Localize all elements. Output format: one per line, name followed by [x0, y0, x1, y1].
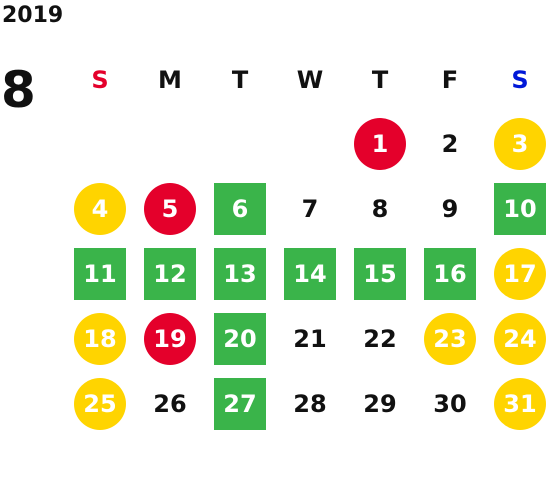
calendar-day[interactable]: 15	[354, 248, 406, 300]
weekday-label: W	[296, 66, 324, 94]
calendar-day[interactable]: 17	[494, 248, 546, 300]
calendar-day[interactable]: 16	[424, 248, 476, 300]
calendar-day[interactable]: 13	[214, 248, 266, 300]
calendar-year: 2019	[2, 3, 64, 28]
calendar-day[interactable]: 10	[494, 183, 546, 235]
calendar-day[interactable]: 11	[74, 248, 126, 300]
calendar-day[interactable]: 2	[441, 130, 459, 158]
calendar-day[interactable]: 5	[144, 183, 196, 235]
calendar-day[interactable]: 29	[363, 390, 397, 418]
weekday-label: F	[441, 66, 459, 94]
calendar-day[interactable]: 4	[74, 183, 126, 235]
calendar-day[interactable]: 21	[293, 325, 327, 353]
calendar-day[interactable]: 25	[74, 378, 126, 430]
weekday-label: S	[91, 66, 109, 94]
calendar-day[interactable]: 30	[433, 390, 467, 418]
calendar-day[interactable]: 14	[284, 248, 336, 300]
calendar-day[interactable]: 24	[494, 313, 546, 365]
calendar-day[interactable]: 20	[214, 313, 266, 365]
calendar-month: 8	[1, 61, 36, 119]
calendar-day[interactable]: 3	[494, 118, 546, 170]
calendar-day[interactable]: 18	[74, 313, 126, 365]
calendar-day[interactable]: 7	[301, 195, 319, 223]
calendar-day[interactable]: 9	[441, 195, 459, 223]
calendar-day[interactable]: 12	[144, 248, 196, 300]
weekday-label: T	[371, 66, 389, 94]
calendar-day[interactable]: 27	[214, 378, 266, 430]
calendar-day[interactable]: 19	[144, 313, 196, 365]
calendar-day[interactable]: 1	[354, 118, 406, 170]
calendar-day[interactable]: 26	[153, 390, 187, 418]
weekday-label: T	[231, 66, 249, 94]
calendar-day[interactable]: 31	[494, 378, 546, 430]
calendar-day[interactable]: 22	[363, 325, 397, 353]
weekday-label: M	[158, 66, 182, 94]
calendar-day[interactable]: 28	[293, 390, 327, 418]
weekday-label: S	[511, 66, 529, 94]
calendar-day[interactable]: 23	[424, 313, 476, 365]
calendar-day[interactable]: 6	[214, 183, 266, 235]
calendar-day[interactable]: 8	[371, 195, 389, 223]
